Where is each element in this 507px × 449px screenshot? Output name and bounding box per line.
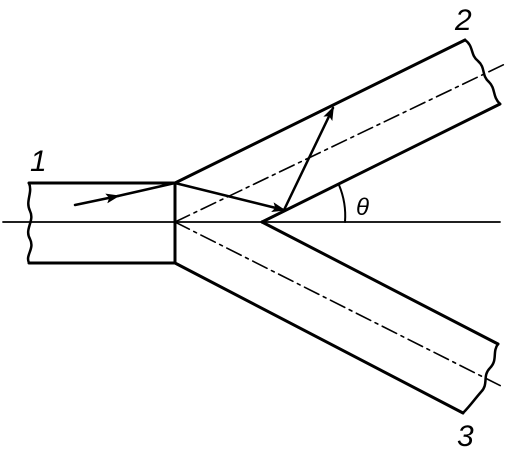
ray-segment-to-junction xyxy=(116,181,177,198)
upper-branch-outer-wall xyxy=(173,38,467,185)
upper-branch-inner-wall xyxy=(260,102,502,224)
label-branch-angle: θ xyxy=(356,194,369,221)
ray-arrow-reflected xyxy=(282,106,335,212)
input-waveguide xyxy=(26,181,177,265)
lower-branch-inner-wall xyxy=(260,220,500,346)
upper-branch-break-mark xyxy=(463,38,502,106)
lower-branch-axis xyxy=(174,221,504,388)
label-upper-branch: 2 xyxy=(454,4,472,37)
input-waveguide-break-mark xyxy=(26,181,33,265)
ray-arrow-refracted xyxy=(173,181,286,212)
lower-branch-waveguide xyxy=(173,220,504,415)
angle-arc xyxy=(338,184,347,223)
upper-branch-axis xyxy=(174,63,506,223)
lower-branch-outer-wall xyxy=(173,261,465,415)
label-input-waveguide: 1 xyxy=(30,145,47,178)
label-lower-branch: 3 xyxy=(457,420,474,449)
lower-branch-break-mark xyxy=(461,342,500,415)
ray-path xyxy=(73,106,335,212)
ray-arrow-incident xyxy=(73,193,120,207)
